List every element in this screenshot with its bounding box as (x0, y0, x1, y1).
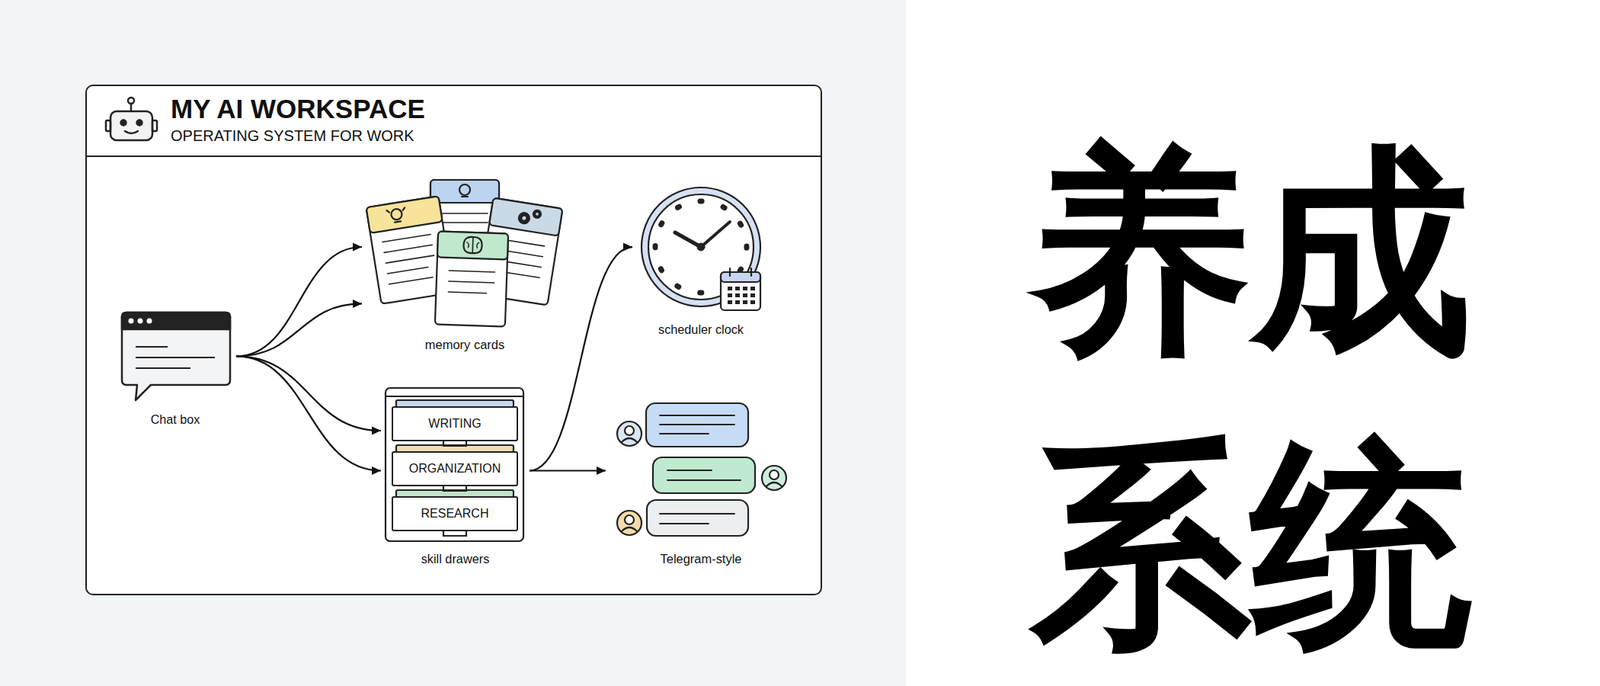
node-label: memory cards (361, 337, 568, 353)
workspace-card: MY AI WORKSPACE OPERATING SYSTEM FOR WORK… (85, 84, 823, 596)
card-ground (85, 84, 823, 596)
drawer-cabinet (385, 387, 524, 541)
drawer-label: WRITING (428, 416, 481, 431)
scheduler-clock: scheduler clock (632, 182, 770, 340)
flow-arrow (236, 355, 381, 471)
memory-cards-icon (366, 179, 564, 327)
node-label: Telegram-style (605, 551, 797, 567)
skill-drawers: skill drawers WRITING ORGANIZATION RESEARCH (380, 380, 530, 572)
node-label: skill drawers (380, 551, 530, 567)
header-divider (86, 155, 822, 157)
flow-arrow (529, 246, 633, 471)
card-title: MY AI WORKSPACE (170, 94, 426, 125)
node-label: scheduler clock (632, 322, 770, 338)
big-title-chinese: 养成 系统 (1030, 105, 1518, 686)
flow-arrow (529, 469, 606, 471)
robot-icon (105, 97, 157, 141)
node-label: Chat box (114, 412, 237, 427)
telegram-chat: Telegram-style (605, 396, 797, 572)
flow-arrow (236, 303, 362, 356)
card-subtitle: OPERATING SYSTEM FOR WORK (170, 127, 415, 144)
telegram-chat-icon (617, 403, 787, 536)
drawer-label: RESEARCH (421, 506, 490, 521)
drawer-box: RESEARCH (391, 496, 519, 532)
calendar-icon (720, 268, 761, 311)
memory-cards: memory cards (361, 173, 568, 357)
chat-box: Chat box (114, 308, 237, 431)
drawer-box: ORGANIZATION (391, 451, 519, 487)
drawer-label: ORGANIZATION (409, 461, 502, 476)
flow-arrow (236, 246, 362, 356)
chat-box-icon (121, 312, 231, 400)
flow-arrow (236, 355, 381, 431)
drawer-box: WRITING (391, 406, 519, 442)
left-panel (0, 0, 906, 686)
